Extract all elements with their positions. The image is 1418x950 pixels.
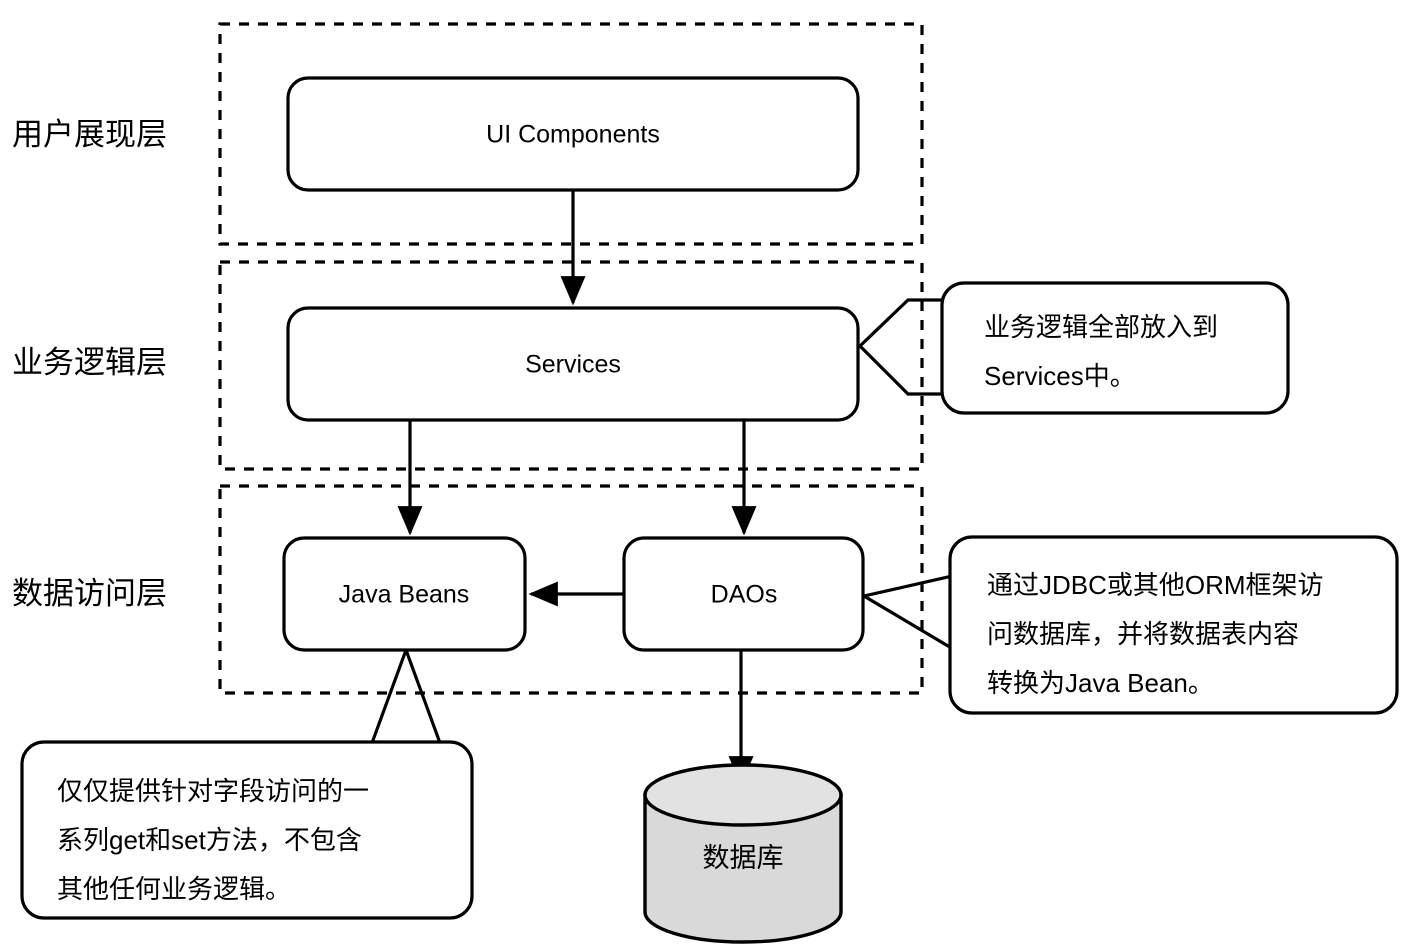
node-services-shape [286,306,860,422]
node-daos[interactable]: DAOs [622,536,865,652]
database-cylinder-top [643,763,843,827]
node-services-label: Services [525,351,621,379]
callout-tail-java-beans [370,645,442,744]
node-database-label: 数据库 [703,843,784,873]
layer-label-data-access: 数据访问层 [12,576,167,611]
node-daos-label: DAOs [711,581,778,609]
node-database[interactable]: 数据库 [643,763,843,944]
note-services-shape [940,281,1290,415]
note-java-beans-line-3: 其他任何业务逻辑。 [57,874,291,904]
layer-box-presentation [218,22,924,246]
note-java-beans-shape [20,740,474,920]
database-cylinder-body [643,793,843,944]
layer-label-presentation: 用户展现层 [12,117,167,152]
note-daos-shape [948,535,1399,715]
note-services-line-1: 业务逻辑全部放入到 [984,312,1218,342]
note-daos-line-3: 转换为Java Bean。 [987,668,1214,698]
node-java-beans-shape [282,536,527,652]
note-daos-line-2: 问数据库，并将数据表内容 [987,619,1299,649]
note-daos-line-1: 通过JDBC或其他ORM框架访 [987,570,1324,600]
node-services[interactable]: Services [286,306,860,422]
note-java-beans-line-1: 仅仅提供针对字段访问的一 [57,776,369,806]
callout-tail-services [857,298,942,396]
node-java-beans-label: Java Beans [339,581,470,609]
callout-tail-daos [859,575,950,648]
note-java-beans-line-2: 系列get和set方法，不包含 [57,825,362,855]
node-ui-components[interactable]: UI Components [286,76,860,192]
note-services[interactable]: 业务逻辑全部放入到 Services中。 [940,281,1290,415]
note-java-beans[interactable]: 仅仅提供针对字段访问的一 系列get和set方法，不包含 其他任何业务逻辑。 [20,740,474,920]
note-daos[interactable]: 通过JDBC或其他ORM框架访 问数据库，并将数据表内容 转换为Java Bea… [948,535,1399,715]
layer-box-business [218,260,924,471]
note-services-line-2: Services中。 [984,361,1136,391]
node-ui-components-label: UI Components [486,121,660,149]
node-ui-components-shape [286,76,860,192]
node-daos-shape [622,536,865,652]
node-java-beans[interactable]: Java Beans [282,536,527,652]
layer-label-business: 业务逻辑层 [12,345,167,380]
layer-box-data-access [218,484,924,695]
